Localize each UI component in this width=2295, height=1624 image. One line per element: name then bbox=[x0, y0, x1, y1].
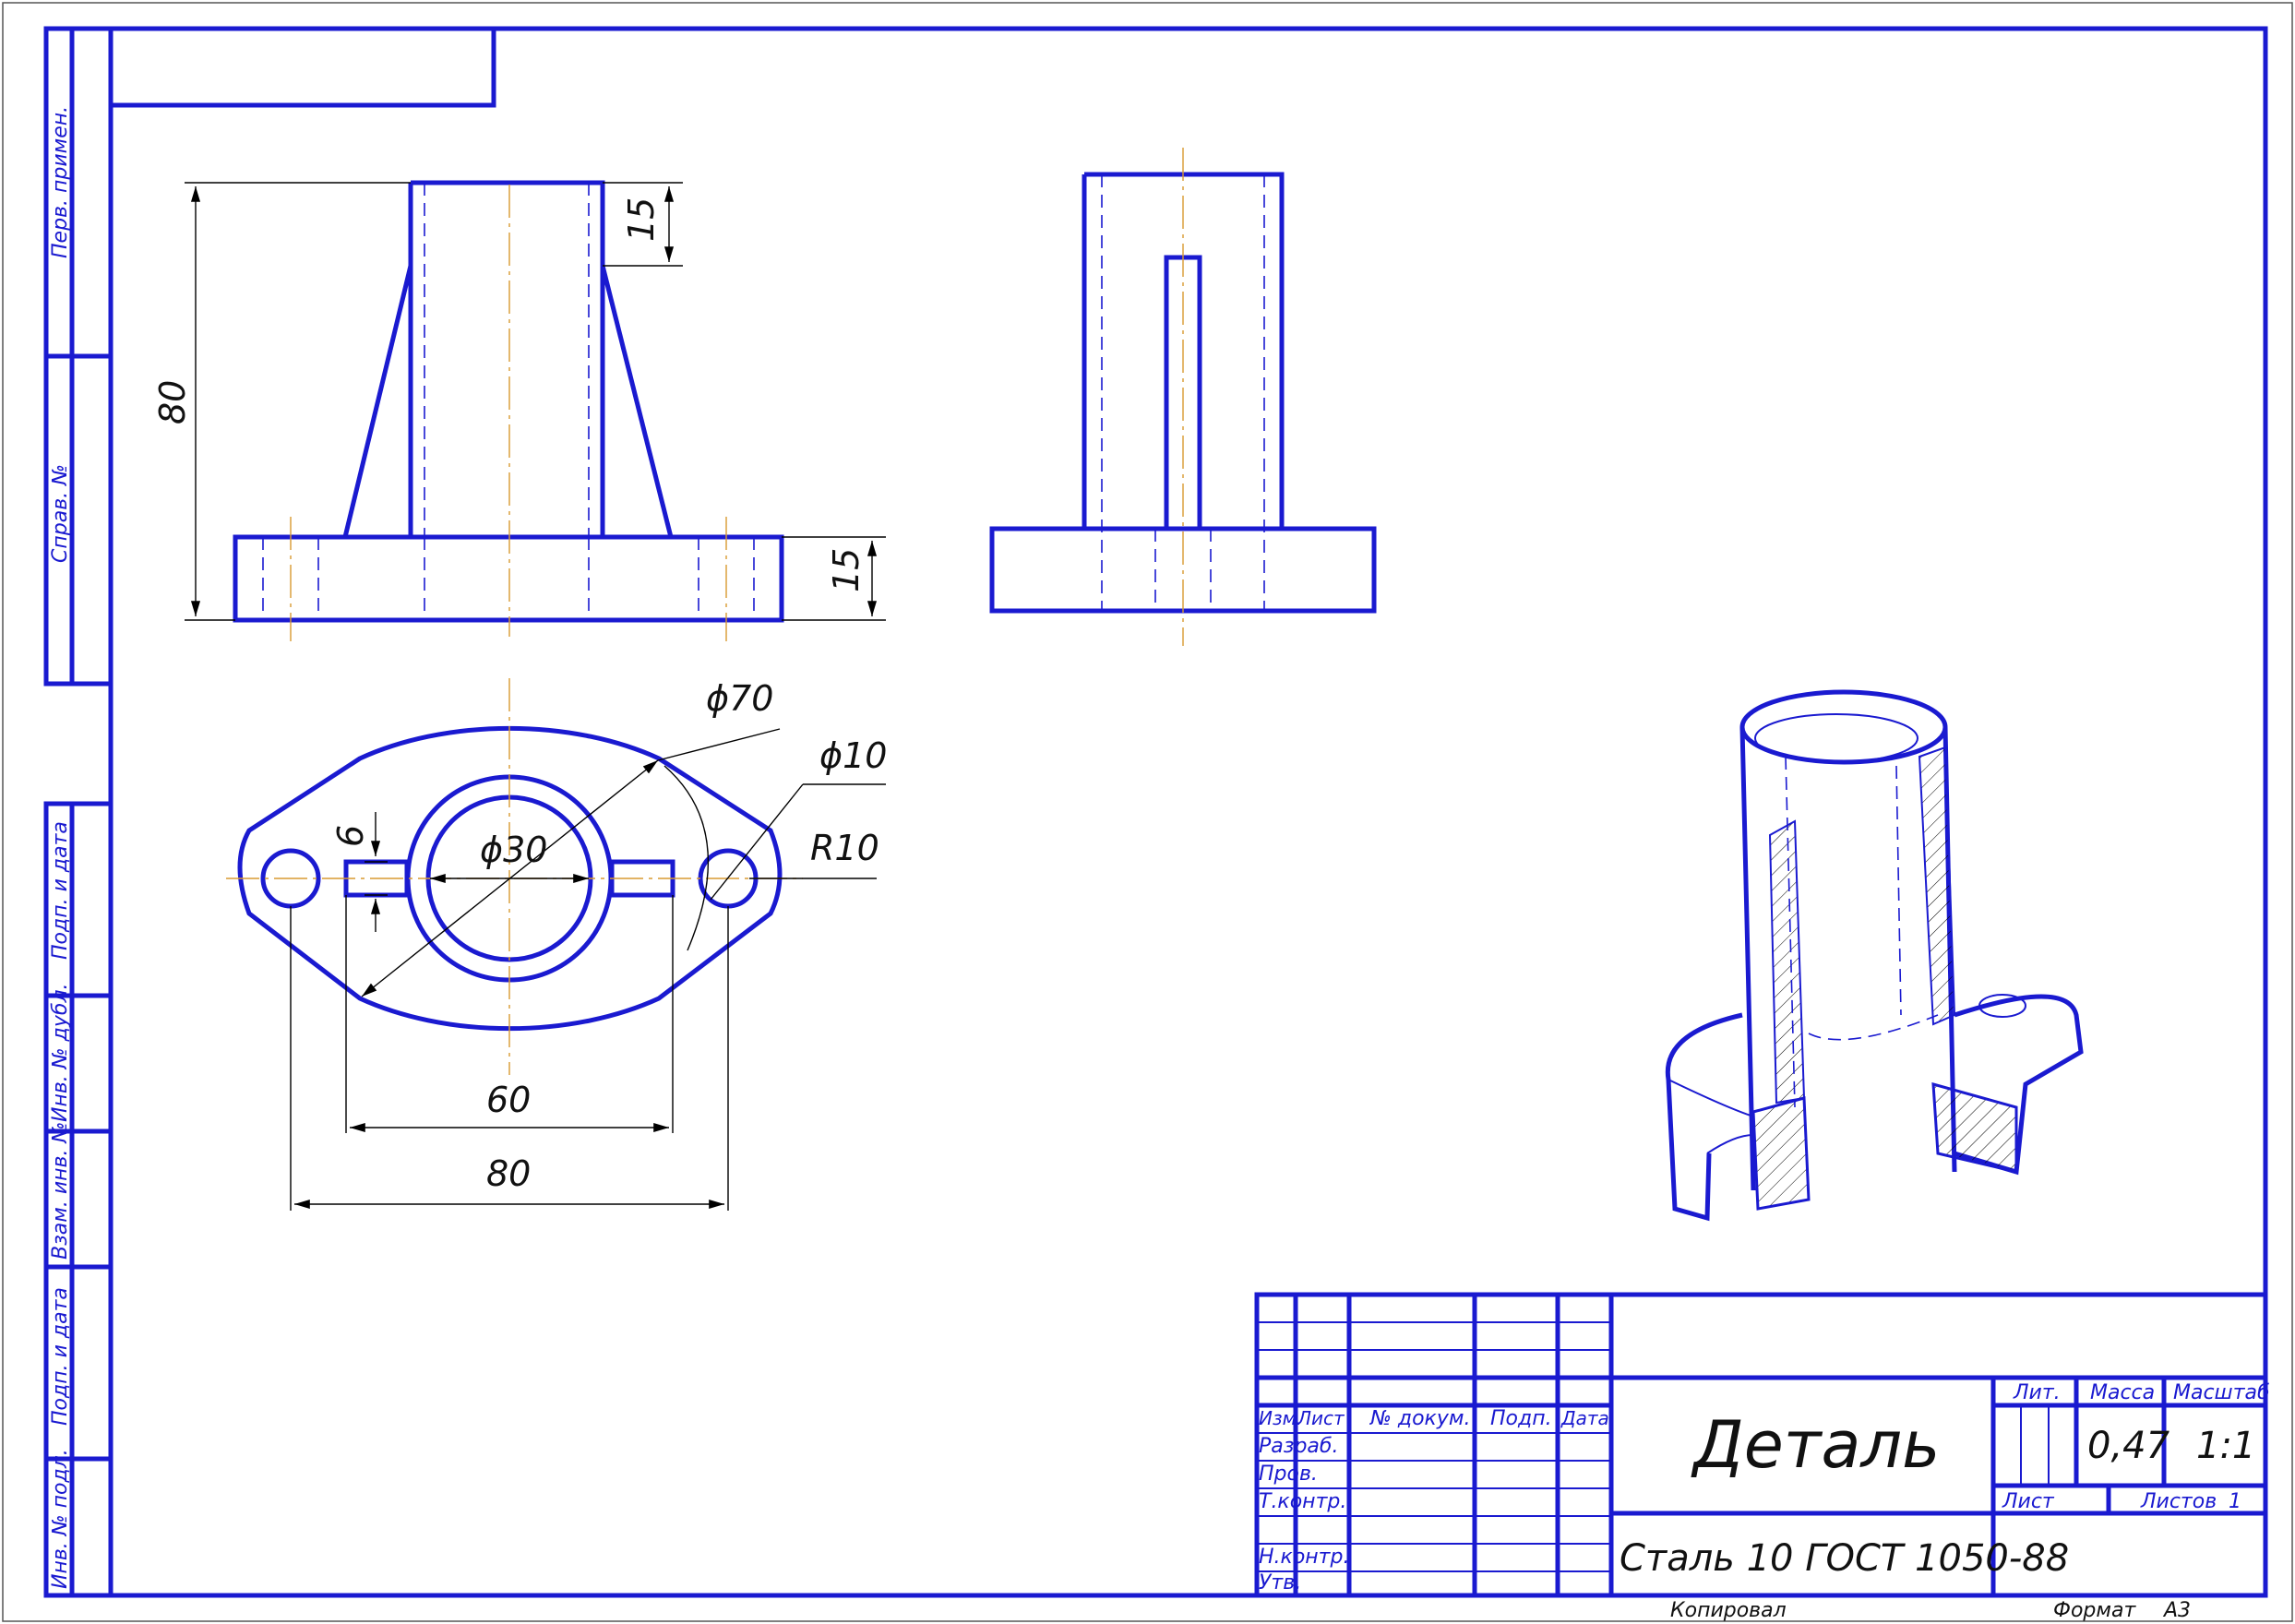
tb-material: Сталь 10 ГОСТ 1050-88 bbox=[1620, 1537, 2069, 1580]
tb-scale-value: 1:1 bbox=[2196, 1425, 2255, 1467]
footer-copied: Копировал bbox=[1670, 1599, 1787, 1622]
dim-slot-6: 6 bbox=[330, 825, 371, 847]
tb-sheets-label: Листов bbox=[2140, 1490, 2217, 1513]
tb-col-doc: № докум. bbox=[1369, 1407, 1470, 1430]
dim-top-15: 15 bbox=[621, 197, 662, 242]
dim-base-15: 15 bbox=[826, 548, 867, 592]
stamp-podp-data-1: Подп. и дата bbox=[49, 821, 72, 960]
side-view bbox=[989, 148, 1377, 646]
footer-format-value: A3 bbox=[2162, 1599, 2191, 1622]
tb-mass-label: Масса bbox=[2090, 1381, 2155, 1404]
side-stamp-strip: Перв. примен. Справ. № Подп. и дата Инв.… bbox=[43, 26, 114, 1598]
tb-sheets-value: 1 bbox=[2229, 1490, 2241, 1513]
tb-col-izm: Изм. bbox=[1259, 1407, 1302, 1429]
title-block: Изм. Лист № докум. Подп. Дата Разраб. Пр… bbox=[1254, 1292, 2270, 1598]
tb-row-tkontr: Т.контр. bbox=[1259, 1490, 1346, 1513]
tb-row-prov: Пров. bbox=[1259, 1463, 1318, 1486]
tb-title: Деталь bbox=[1691, 1407, 1940, 1483]
front-view: 80 15 15 bbox=[152, 180, 886, 641]
dim-height-80: 80 bbox=[152, 380, 193, 424]
iso-section-wall-right bbox=[1918, 746, 1956, 1026]
stamp-inv-dubl: Инв. № дубл. bbox=[49, 983, 72, 1122]
tb-col-podp: Подп. bbox=[1490, 1407, 1552, 1430]
dim-width-80: 80 bbox=[486, 1153, 531, 1194]
tb-row-nkontr: Н.контр. bbox=[1259, 1546, 1349, 1569]
stamp-sprav-no: Справ. № bbox=[49, 464, 72, 563]
tb-row-razrab: Разраб. bbox=[1259, 1435, 1338, 1458]
tb-lit-label: Лит. bbox=[2013, 1381, 2061, 1404]
tb-scale-label: Масштаб bbox=[2173, 1381, 2270, 1404]
dim-dia-70: ϕ70 bbox=[706, 678, 773, 719]
tb-sheet-label: Лист bbox=[2002, 1490, 2055, 1513]
iso-section-right bbox=[1931, 1081, 2018, 1174]
dim-radius-10: R10 bbox=[810, 828, 879, 868]
tb-col-list: Лист bbox=[1297, 1407, 1345, 1429]
top-view: 6 ϕ30 ϕ70 ϕ10 R10 60 80 bbox=[226, 678, 887, 1211]
tb-row-utv: Утв. bbox=[1259, 1571, 1301, 1594]
iso-section-wall-left bbox=[1768, 819, 1806, 1105]
dim-width-60: 60 bbox=[486, 1080, 531, 1120]
stamp-inv-podl: Инв. № подл. bbox=[49, 1449, 72, 1589]
iso-section-left bbox=[1751, 1096, 1811, 1211]
stamp-podp-data-2: Подп. и дата bbox=[49, 1287, 72, 1426]
top-left-box bbox=[108, 26, 496, 108]
tb-mass-value: 0,47 bbox=[2087, 1425, 2170, 1467]
stamp-vzam-inv: Взам. инв. № bbox=[49, 1122, 72, 1260]
footer-format-label: Формат bbox=[2053, 1599, 2136, 1622]
dim-dia-30: ϕ30 bbox=[480, 830, 547, 870]
tb-col-data: Дата bbox=[1560, 1407, 1609, 1429]
isometric-view bbox=[1665, 689, 2084, 1222]
stamp-perv-primen: Перв. примен. bbox=[49, 106, 72, 258]
dim-dia-10: ϕ10 bbox=[819, 735, 887, 776]
